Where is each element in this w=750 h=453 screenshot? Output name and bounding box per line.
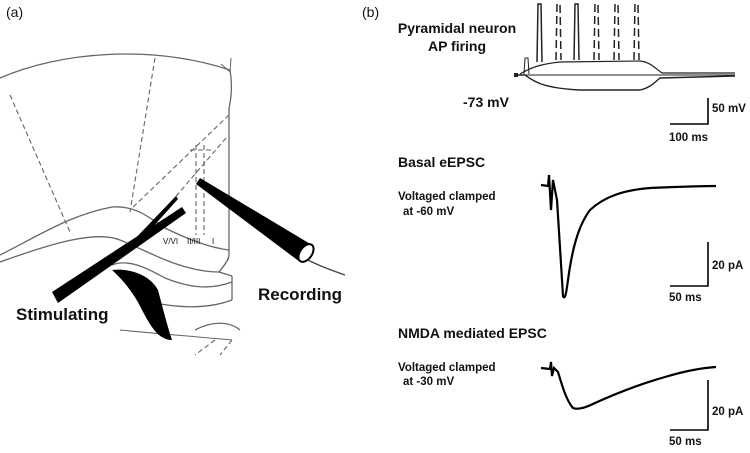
stimulating-electrode-tip <box>130 196 178 248</box>
cortex-outline <box>0 53 233 109</box>
layer-label-v-vi: V/VI <box>163 237 179 246</box>
ap-firing-traces <box>514 3 736 91</box>
ap-trace-start-marker <box>514 73 518 77</box>
white-matter-upper <box>0 206 230 256</box>
ap-spike <box>536 3 543 63</box>
ap-spikes <box>523 3 640 75</box>
panel-a-label: (a) <box>6 4 24 20</box>
ap-spike <box>573 3 580 61</box>
stimulating-electrode <box>52 196 186 303</box>
ap-title-line2: AP firing <box>427 38 487 54</box>
subcortical-outline <box>194 322 241 331</box>
basal-scale-y-label: 20 pA <box>712 260 744 272</box>
nmda-scale-y-label: 20 pA <box>712 406 744 418</box>
cortical-layer-boundaries <box>9 57 233 356</box>
ap-spike <box>593 3 600 61</box>
layer-label-ii-iii: II/III <box>187 237 201 246</box>
ventricle-outline <box>111 262 233 288</box>
ap-spike <box>613 3 620 61</box>
basal-scale-x-label: 50 ms <box>669 292 702 304</box>
midline-notch <box>220 57 232 74</box>
ap-scale-x-label: 100 ms <box>669 132 709 144</box>
basal-eepsc-trace <box>540 174 717 299</box>
basal-clamp-line1: Voltaged clamped <box>398 191 496 203</box>
basal-scale-bar <box>670 242 709 287</box>
basal-title: Basal eEPSC <box>398 154 486 170</box>
resting-potential-label: -73 mV <box>463 94 509 110</box>
recording-electrode-body <box>196 178 312 262</box>
subcortical-outline-2 <box>119 329 233 341</box>
ap-trace-depolarized <box>519 60 735 75</box>
nmda-scale-bar <box>670 380 709 431</box>
ap-title-line1: Pyramidal neuron <box>397 20 517 36</box>
recording-label: Recording <box>258 285 343 304</box>
nmda-scale-x-label: 50 ms <box>669 436 702 448</box>
brain-slice-schematic <box>0 53 346 356</box>
ap-spike <box>633 3 640 61</box>
white-matter-lower <box>0 236 220 273</box>
recording-electrode <box>196 178 315 263</box>
ap-spike <box>523 57 530 75</box>
recording-electrode-opening <box>297 243 315 263</box>
ap-spike <box>555 3 562 61</box>
nmda-title: NMDA mediated EPSC <box>398 325 547 341</box>
layer-label-i: I <box>212 237 215 246</box>
stimulating-electrode-body <box>52 207 186 303</box>
nmda-epsc-trace <box>540 361 717 410</box>
dark-structure <box>112 269 172 340</box>
ap-scale-bar <box>670 98 709 125</box>
ap-trace-hyperpolarized <box>516 74 736 91</box>
basal-clamp-line2: at -60 mV <box>403 206 455 218</box>
nmda-clamp-line1: Voltaged clamped <box>398 362 496 374</box>
stimulating-label: Stimulating <box>16 305 109 324</box>
nmda-clamp-line2: at -30 mV <box>403 376 455 388</box>
panel-b-label: (b) <box>362 4 380 20</box>
ap-scale-y-label: 50 mV <box>712 103 746 115</box>
